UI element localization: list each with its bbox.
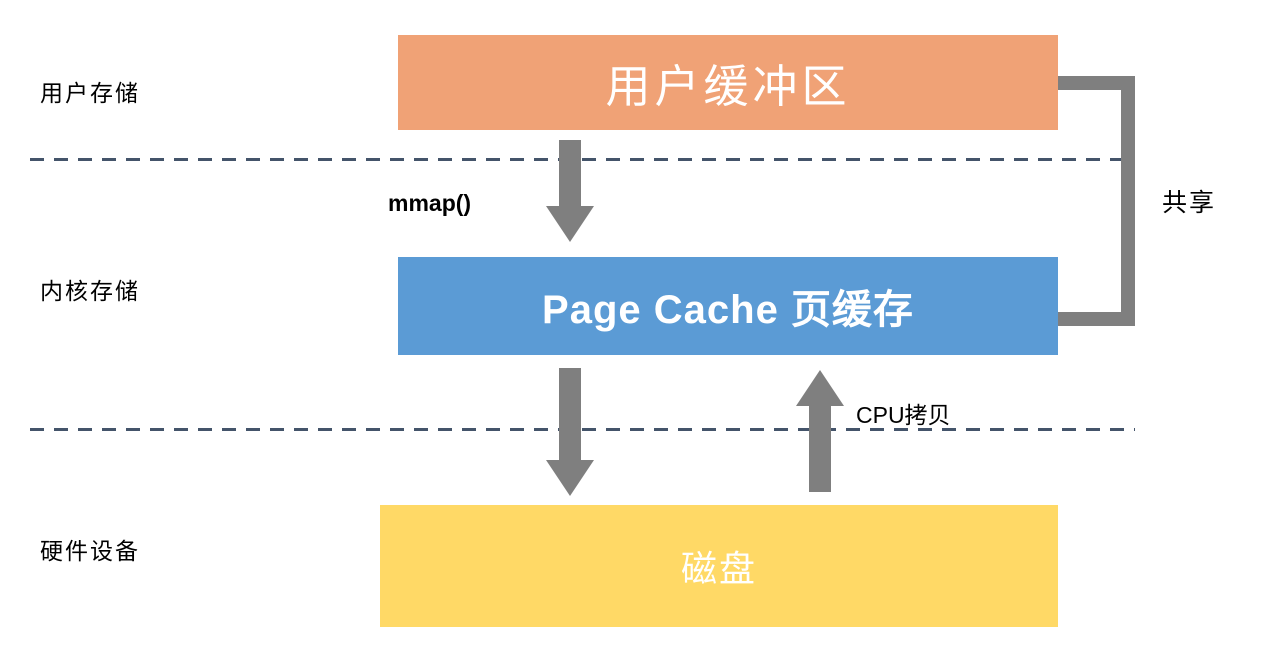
arrow-shaft — [559, 140, 581, 206]
cpu-copy-label: CPU拷贝 — [856, 402, 951, 428]
layer-label-kernel-storage: 内核存储 — [40, 278, 140, 304]
disk-box: 磁盘 — [380, 505, 1058, 627]
layer-label-hardware-device: 硬件设备 — [40, 538, 140, 564]
kernel-hardware-boundary-line — [30, 428, 1135, 431]
disk-to-pagecache-up-arrow-icon — [796, 370, 844, 492]
shared-bracket-connector — [1057, 76, 1135, 326]
mmap-down-arrow-icon — [546, 140, 594, 242]
arrow-head-down — [546, 460, 594, 496]
shared-label: 共享 — [1162, 189, 1217, 217]
user-buffer-box: 用户缓冲区 — [398, 35, 1058, 130]
user-kernel-boundary-line — [30, 158, 1135, 161]
arrow-head-up — [796, 370, 844, 406]
arrow-head-down — [546, 206, 594, 242]
arrow-shaft — [559, 368, 581, 460]
mmap-label: mmap() — [388, 190, 472, 216]
pagecache-to-disk-down-arrow-icon — [546, 368, 594, 496]
page-cache-box: Page Cache 页缓存 — [398, 257, 1058, 355]
layer-label-user-storage: 用户存储 — [40, 80, 140, 106]
arrow-shaft — [809, 406, 831, 492]
